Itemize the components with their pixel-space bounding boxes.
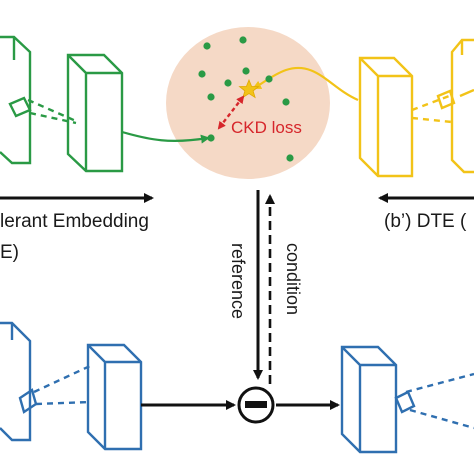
embedding-point (224, 79, 232, 87)
embedding-point (265, 75, 273, 83)
blue-cube-middle (86, 343, 143, 451)
condition-label: condition (283, 243, 303, 315)
green-branch (0, 35, 124, 173)
embedding-point (239, 36, 247, 44)
green-filter (8, 96, 32, 118)
green-projection (27, 98, 77, 125)
embedding-abbr-label: E) (0, 242, 19, 263)
green-cube-right (66, 53, 124, 173)
blue-projection-left (33, 364, 91, 406)
embedding-point (207, 134, 215, 142)
gold-projection (411, 93, 453, 124)
blue-branch (0, 321, 474, 454)
minus-icon (245, 401, 267, 408)
embedding-point (207, 93, 215, 101)
reference-label: reference (228, 243, 248, 319)
embedding-point (242, 67, 250, 75)
blue-filter (18, 388, 38, 414)
gold-to-cloud-arrow (252, 66, 359, 102)
embedding-point (282, 98, 290, 106)
embedding-point (203, 42, 211, 50)
embedding-points (198, 36, 294, 162)
ckd-loss-label: CKD loss (231, 118, 302, 137)
embedding-point (286, 154, 294, 162)
gold-cube-left (358, 56, 414, 178)
gold-branch (358, 38, 474, 178)
embedding-label: lerant Embedding (0, 211, 149, 232)
blue-projection-right (405, 372, 474, 430)
subtract-node (237, 386, 275, 424)
dte-label: (b’) DTE ( (384, 211, 467, 232)
blue-cube-left (0, 321, 32, 442)
gold-cube-right (450, 38, 474, 174)
gold-filter (436, 89, 456, 110)
embedding-point (198, 70, 206, 78)
blue-filter-right (394, 390, 416, 414)
embedding-cloud (166, 27, 330, 179)
blue-cube-right (340, 345, 398, 454)
star-icon (238, 78, 260, 99)
green-to-cloud-arrow (121, 130, 210, 144)
